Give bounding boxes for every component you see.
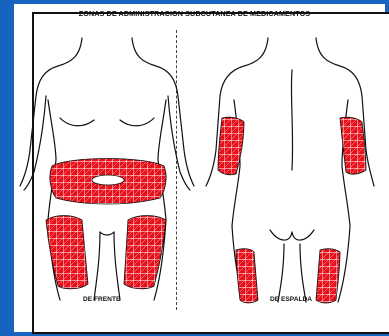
back-view-caption: DE ESPALDA [270,296,312,303]
left-thigh-zone [46,216,88,289]
front-view-caption: DE FRENTE [83,296,120,303]
navel-area [92,175,124,185]
right-upper-arm-zone [340,117,366,174]
left-back-thigh-zone [236,249,258,303]
right-back-thigh-zone [316,249,340,303]
